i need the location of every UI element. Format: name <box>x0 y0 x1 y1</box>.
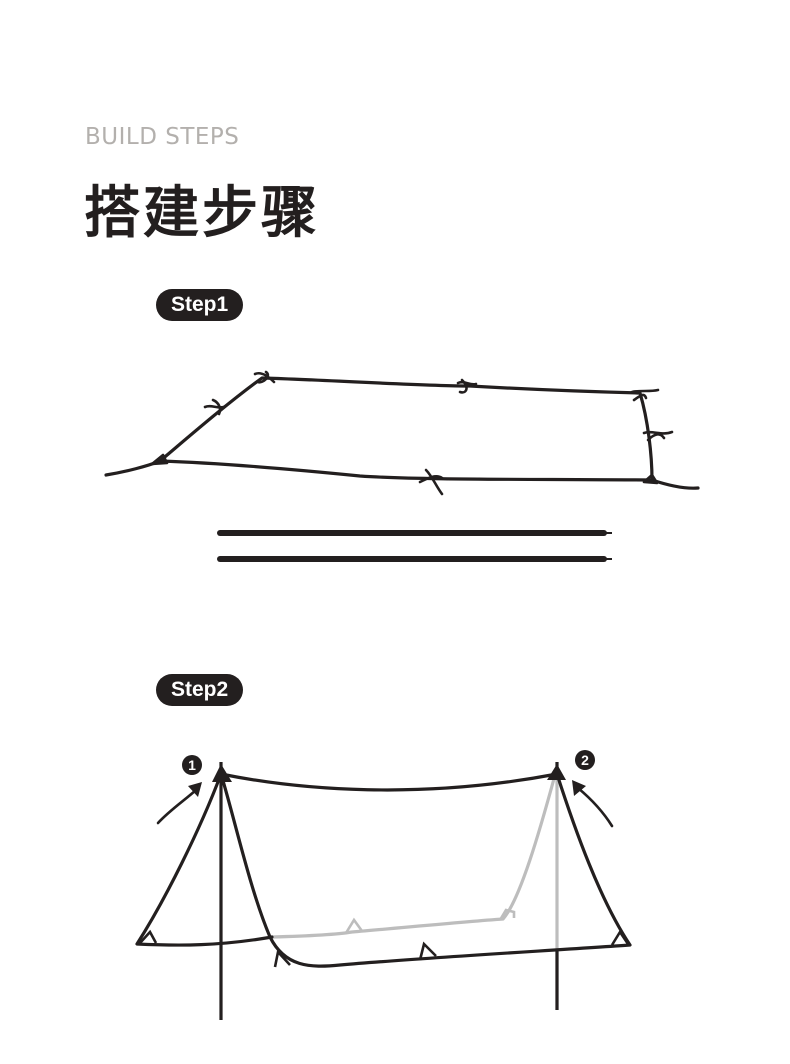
pole-1 <box>217 530 612 536</box>
arrow-1 <box>156 782 202 825</box>
marker-2-number: 2 <box>581 752 589 768</box>
marker-1-number: 1 <box>188 757 196 773</box>
corner-loop-front-right <box>610 929 630 946</box>
marker-2: 2 <box>575 750 595 770</box>
tie-knot-corner-right <box>630 388 660 402</box>
step1-label: Step1 <box>156 289 244 321</box>
tie-knot-corner-top <box>253 370 276 384</box>
section-kicker: BUILD STEPS <box>85 124 240 150</box>
right-pole-cap <box>547 764 566 780</box>
tie-knot-bottom-mid <box>418 468 444 496</box>
arrow-2 <box>572 780 614 828</box>
tie-knot-right-mid <box>642 430 674 442</box>
tarp-bottom-edge <box>158 459 654 482</box>
step2-label: Step2 <box>156 674 244 706</box>
step1-poles <box>217 530 612 562</box>
step2-tarp-illustration <box>135 762 632 1020</box>
corner-loop-left <box>150 453 169 466</box>
tarp-front-outline <box>135 772 632 968</box>
corner-loop-mid <box>418 941 437 961</box>
tie-knot-top-mid <box>456 378 478 394</box>
corner-loop-mid-left <box>273 949 291 968</box>
pole-2 <box>217 556 612 562</box>
tarp-back-loop <box>344 917 364 934</box>
corner-loop-right <box>642 473 659 485</box>
tie-knot-left-1 <box>203 398 228 416</box>
tarp-outline <box>104 376 700 490</box>
tarp-back-loop-right <box>498 908 516 921</box>
tarp-back-edge <box>270 773 557 939</box>
left-pole-cap <box>212 764 232 782</box>
corner-loop-front-left <box>139 929 158 944</box>
marker-1: 1 <box>182 755 202 775</box>
page-title: 搭建步骤 <box>84 181 320 246</box>
step1-tarp-illustration <box>104 370 700 496</box>
